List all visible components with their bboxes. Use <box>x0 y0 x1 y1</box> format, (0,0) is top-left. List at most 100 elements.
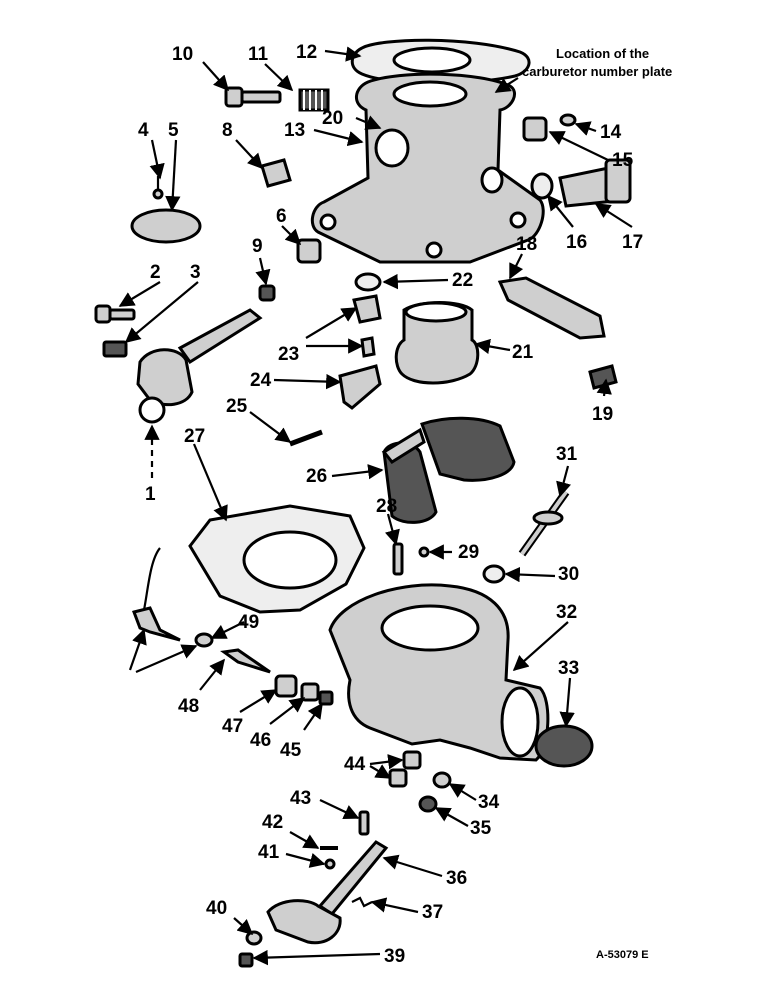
part-42-pin <box>358 810 370 836</box>
callout-20: 20 <box>322 108 343 129</box>
callout-47: 48 <box>178 696 199 717</box>
callout-19: 18 <box>516 234 537 255</box>
part-22-washer <box>354 272 382 292</box>
callout-39: 40 <box>206 898 227 919</box>
part-36-choke-shaft <box>266 840 389 945</box>
callout-42: 43 <box>290 788 311 809</box>
callout-2: 2 <box>150 262 161 283</box>
part-40-ball <box>324 858 336 870</box>
parts <box>94 38 632 968</box>
part-1-throttle-shaft <box>136 308 263 424</box>
part-25-pin <box>289 429 323 447</box>
part-24-lever <box>338 364 382 410</box>
part-16-gasket <box>530 172 554 200</box>
callout-23: 23 <box>278 344 299 365</box>
part-3-spring <box>102 340 128 358</box>
part-31-plunger <box>518 489 570 557</box>
callout-16: 16 <box>566 232 587 253</box>
part-28-pin <box>392 542 404 576</box>
part-43-jets <box>388 750 422 788</box>
part-13-throttle-body <box>310 72 545 264</box>
callout-10: 10 <box>172 44 193 65</box>
callout-18: 19 <box>592 404 613 425</box>
callout-35: 35 <box>470 818 492 839</box>
callout-40: 41 <box>258 842 280 863</box>
part-17-plug <box>558 158 632 208</box>
part-48-washer <box>194 632 214 648</box>
callout-38: 39 <box>384 946 405 967</box>
callout-12: 12 <box>296 42 317 63</box>
callout-4: 4 <box>138 120 149 141</box>
callout-37: 37 <box>422 902 443 923</box>
part-47-needle <box>220 648 271 674</box>
part-9-plug <box>260 158 292 188</box>
part-4-screw <box>152 176 164 200</box>
part-5-throttle-plate <box>130 208 202 244</box>
part-35-plug <box>418 795 438 813</box>
part-44-jet <box>318 690 334 706</box>
callout-34: 34 <box>478 792 500 813</box>
callout-17: 17 <box>622 232 643 253</box>
part-27-gasket <box>188 504 366 614</box>
callout-36: 36 <box>446 868 467 889</box>
callout-14: 14 <box>600 122 622 143</box>
part-33-choke-plate <box>534 724 594 768</box>
leader-lines <box>118 46 633 966</box>
part-12-gasket <box>350 38 531 85</box>
callout-45: 46 <box>250 730 271 751</box>
callout-13: 13 <box>284 120 305 141</box>
callout-46: 47 <box>222 716 243 737</box>
callout-33: 33 <box>558 658 579 679</box>
callout-3: 3 <box>190 262 201 283</box>
callout-28: 28 <box>376 496 397 517</box>
callout-26: 26 <box>306 466 327 487</box>
part-8-bushing <box>296 238 322 264</box>
part-30-ring <box>482 564 506 584</box>
callout-11: 11 <box>248 44 269 65</box>
part-2-screw <box>94 304 136 324</box>
part-23-needle-seat <box>352 294 382 358</box>
part-45-jet <box>300 682 320 702</box>
callout-31: 31 <box>556 444 578 465</box>
part-15-bushing <box>522 116 548 142</box>
part-14-plug <box>559 113 577 127</box>
callout-25: 25 <box>226 396 248 417</box>
callout-labels: 10 11 12 20 13 8 4 5 14 15 6 16 17 18 9 … <box>138 42 643 967</box>
callout-41: 42 <box>262 812 283 833</box>
callout-8: 6 <box>276 206 287 227</box>
part-39-nut <box>245 930 263 946</box>
callout-9: 8 <box>222 120 233 141</box>
callout-6: 9 <box>252 236 263 257</box>
callout-29: 29 <box>458 542 479 563</box>
part-11-spring <box>298 88 330 112</box>
part-46-plug <box>274 674 298 698</box>
part-34-plug <box>432 771 452 789</box>
part-32-bowl <box>328 583 550 762</box>
callout-21: 21 <box>512 342 534 363</box>
callout-43: 44 <box>344 754 366 775</box>
callout-30: 30 <box>558 564 579 585</box>
callout-24: 24 <box>250 370 272 391</box>
callout-22: 22 <box>452 270 473 291</box>
part-6-nut <box>258 284 276 302</box>
part-26-float <box>381 416 516 524</box>
part-38-screw <box>238 952 254 968</box>
callout-1: 1 <box>145 484 156 505</box>
callout-48: 49 <box>238 612 259 633</box>
callout-15: 15 <box>612 150 634 171</box>
part-18-clip <box>588 364 618 390</box>
note-line-2: carburetor number plate <box>522 64 672 79</box>
note-line-1: Location of the <box>556 46 649 61</box>
callout-32: 32 <box>556 602 577 623</box>
part-21-venturi <box>394 301 480 385</box>
part-49-idle-needle <box>132 547 181 642</box>
figure-id: A-53079 E <box>596 949 649 961</box>
callout-5: 5 <box>168 120 179 141</box>
callout-27: 27 <box>184 426 205 447</box>
part-10-screw <box>224 86 282 108</box>
part-19-bracket <box>497 276 606 340</box>
callout-44: 45 <box>280 740 302 761</box>
part-37-spring <box>351 896 373 908</box>
part-29-ball <box>418 546 430 558</box>
